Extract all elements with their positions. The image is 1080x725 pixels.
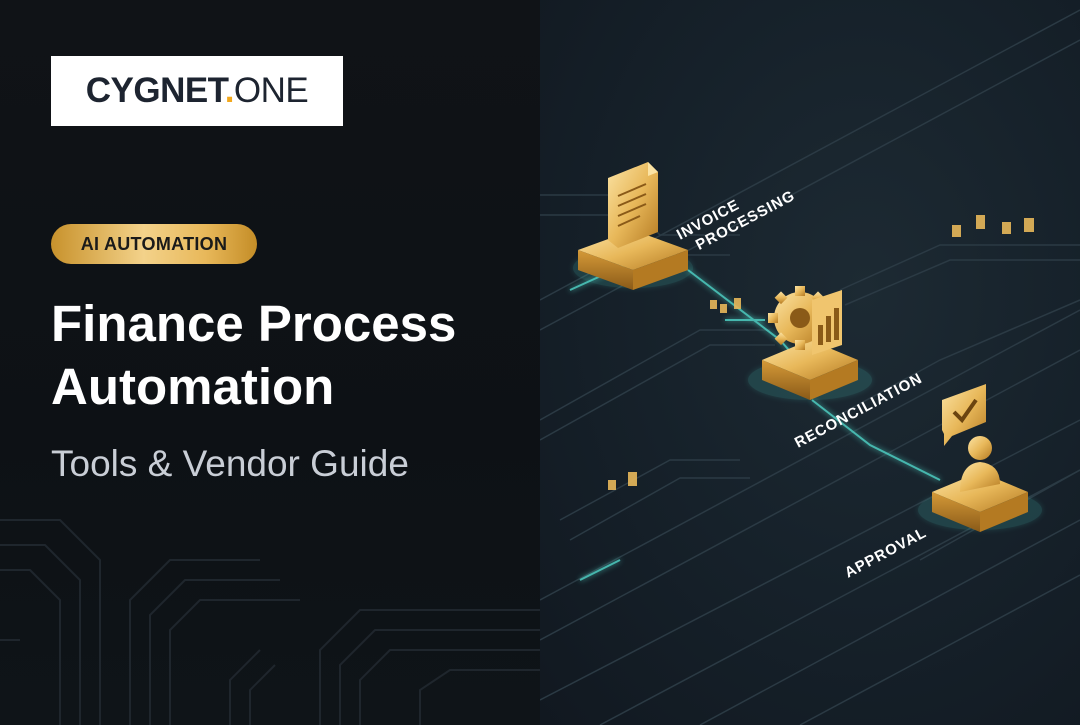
data-blocks: [608, 215, 1034, 490]
category-badge: AI AUTOMATION: [51, 224, 257, 264]
logo-wordmark: CYGNET.ONE: [86, 71, 309, 111]
document-icon: [608, 162, 658, 248]
page-subtitle: Tools & Vendor Guide: [51, 443, 409, 484]
circuit-background: [0, 519, 540, 725]
node-invoice-processing: INVOICE PROCESSING: [573, 162, 798, 290]
approval-user-icon: [942, 384, 1000, 492]
gear-chart-icon: [768, 286, 842, 355]
cygnet-one-logo: CYGNET.ONE: [51, 56, 343, 126]
title-line-2: Automation: [51, 358, 335, 415]
left-panel: CYGNET.ONE AI AUTOMATION Finance Process…: [0, 0, 540, 725]
title-line-1: Finance Process: [51, 295, 457, 352]
node-approval: APPROVAL: [842, 384, 1042, 582]
page-title: Finance Process Automation: [51, 292, 531, 418]
connection-lines: [569, 264, 941, 581]
logo-suffix: ONE: [233, 71, 309, 110]
workflow-illustration: INVOICE PROCESSING: [540, 0, 1080, 725]
logo-dot: .: [224, 71, 235, 110]
workflow-diagram: INVOICE PROCESSING: [540, 9, 1080, 725]
node-label-invoice: INVOICE PROCESSING: [674, 171, 798, 259]
logo-main: CYGNET: [85, 71, 225, 110]
node-reconciliation: RECONCILIATION: [748, 286, 925, 452]
